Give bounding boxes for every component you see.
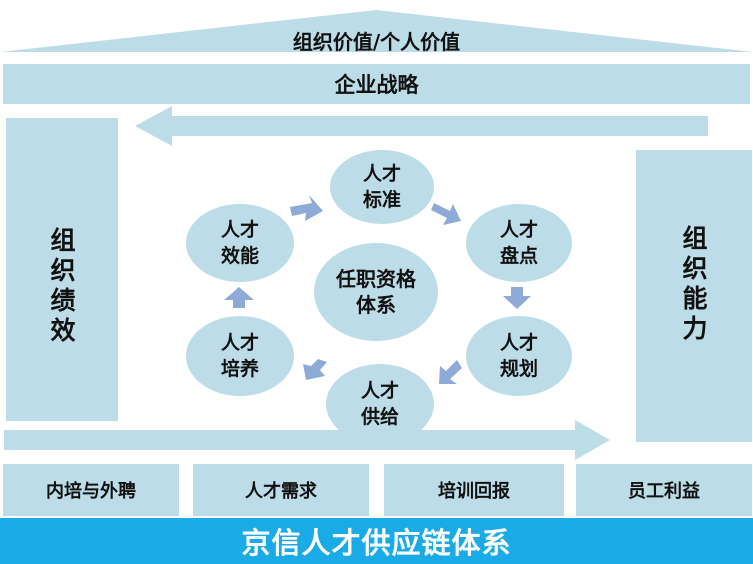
cycle-node-efficiency: 人才 效能 <box>186 204 294 282</box>
cycle-node-line2: 效能 <box>220 245 259 267</box>
roof: 组织价值/个人价值 <box>0 0 753 60</box>
footer-title: 京信人才供应链体系 <box>0 518 753 564</box>
bottom-item-talent-demand: 人才需求 <box>193 464 369 516</box>
cycle-node-line2: 培养 <box>220 358 259 380</box>
roof-title: 组织价值/个人价值 <box>292 30 461 54</box>
cycle-arrow-efficiency-standard <box>290 195 323 221</box>
bottom-arrow <box>4 420 610 460</box>
cycle-arrow-supply-cultivation <box>303 359 327 380</box>
cycle-node-line1: 人才 <box>362 163 401 185</box>
pillar-organizational-performance: 组织绩效 <box>6 118 118 421</box>
cycle-node-line2: 规划 <box>499 358 538 380</box>
strategy-bar: 企业战略 <box>3 64 750 104</box>
bottom-row: 内培与外聘 人才需求 培训回报 员工利益 <box>0 464 753 516</box>
cycle-node-line1: 人才 <box>220 332 259 354</box>
cycle-arrow-cultivation-efficiency <box>224 287 254 308</box>
cycle-node-line2: 标准 <box>362 189 401 211</box>
bottom-item-employee-benefits: 员工利益 <box>576 464 752 516</box>
cycle-arrow-standard-inventory <box>431 203 461 225</box>
cycle-node-supply: 人才 供给 <box>326 364 434 444</box>
cycle-arrow-planning-supply <box>439 360 462 384</box>
top-arrow <box>135 106 708 146</box>
cycle-node-line1: 人才 <box>360 380 399 402</box>
cycle-node-line1: 人才 <box>499 332 538 354</box>
pillar-organizational-capability: 组织能力 <box>636 150 752 442</box>
cycle-arrow-inventory-planning <box>503 287 531 309</box>
cycle-node-line1: 人才 <box>499 219 538 241</box>
cycle-node-inventory: 人才 盘点 <box>466 204 572 282</box>
cycle-node-planning: 人才 规划 <box>466 316 572 396</box>
center-line2: 体系 <box>356 293 396 317</box>
roof-shape <box>0 10 753 52</box>
center-circle: 任职资格 体系 <box>314 243 438 341</box>
cycle-node-line2: 盘点 <box>499 245 538 267</box>
pillar-left-label: 组织绩效 <box>50 226 76 345</box>
center-line1: 任职资格 <box>336 267 416 291</box>
cycle-node-line2: 供给 <box>360 406 399 428</box>
cycle-node-line1: 人才 <box>220 219 259 241</box>
cycle-node-cultivation: 人才 培养 <box>186 316 294 396</box>
cycle-node-standard: 人才 标准 <box>330 150 434 224</box>
pillar-right-label: 组织能力 <box>682 224 708 343</box>
bottom-item-internal-external-hiring: 内培与外聘 <box>3 464 179 516</box>
bottom-item-training-return: 培训回报 <box>384 464 564 516</box>
